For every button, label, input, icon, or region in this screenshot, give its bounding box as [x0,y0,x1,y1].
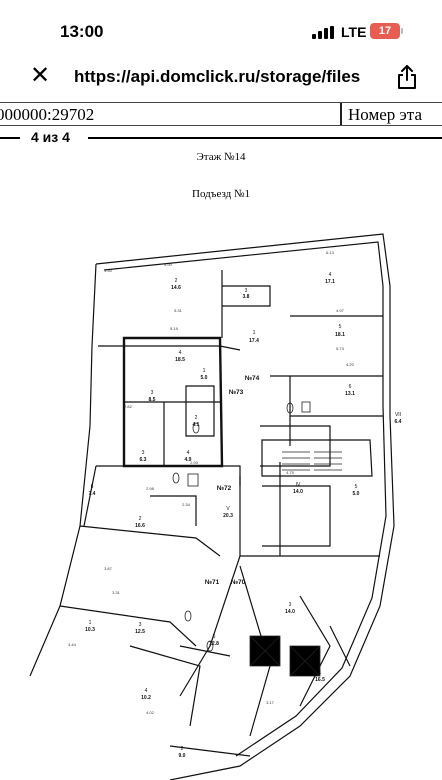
svg-text:4: 4 [329,272,332,278]
svg-text:3: 3 [245,288,248,294]
svg-text:1: 1 [203,368,206,374]
signal-icon [312,26,334,39]
svg-text:4.75: 4.75 [286,470,295,475]
apartment-number: №72 [217,485,232,492]
page-line-right [88,137,442,139]
svg-text:16.5: 16.5 [315,677,325,683]
apartment-number: №74 [245,375,260,382]
svg-text:5: 5 [213,634,216,640]
building-outline [29,233,395,780]
svg-text:4.1: 4.1 [193,422,200,428]
page-line-left [0,137,20,139]
svg-text:V: V [226,506,230,512]
svg-text:16.6: 16.6 [135,523,145,529]
entrance-title: Подъезд №1 [192,188,250,200]
svg-text:6.13: 6.13 [326,250,335,255]
svg-text:3: 3 [139,622,142,628]
svg-text:20.3: 20.3 [223,513,233,519]
svg-text:2.82: 2.82 [124,404,133,409]
document-header-row: 000000:29702 Номер эта [0,102,442,126]
svg-text:3.17: 3.17 [266,700,275,705]
network-type: LTE [341,24,367,40]
apartment-number: №73 [229,389,244,396]
battery-tip [401,28,403,34]
svg-text:1: 1 [319,670,322,676]
svg-text:8.5: 8.5 [149,397,156,403]
apartment-number: №70 [231,579,246,586]
svg-text:12.5: 12.5 [135,629,145,635]
apartment-number: №71 [205,579,220,586]
page-indicator: 4 из 4 [31,129,70,145]
svg-text:9.0: 9.0 [179,753,186,759]
svg-text:2: 2 [139,516,142,522]
svg-text:10.3: 10.3 [85,627,95,633]
svg-text:4: 4 [179,350,182,356]
svg-text:14.0: 14.0 [293,489,303,495]
svg-text:4.20: 4.20 [346,362,355,367]
svg-text:7.4: 7.4 [89,491,96,497]
room-label: 2 [175,278,178,284]
svg-text:5.19: 5.19 [170,326,179,331]
svg-text:4.9: 4.9 [185,457,192,463]
status-bar: 13:00 LTE 17 [0,0,442,60]
svg-text:2.34: 2.34 [182,502,191,507]
svg-text:4.44: 4.44 [68,642,77,647]
svg-text:18.5: 18.5 [175,357,185,363]
table-divider [340,103,342,125]
svg-text:IV: IV [296,482,301,488]
svg-text:6.4: 6.4 [395,419,402,425]
svg-text:3: 3 [142,450,145,456]
battery-icon: 17 [370,23,400,39]
svg-text:6: 6 [349,384,352,390]
svg-text:18.1: 18.1 [335,332,345,338]
svg-text:12.8: 12.8 [209,641,219,647]
floor-number-label: Номер эта [348,105,422,124]
svg-text:17.4: 17.4 [249,338,259,344]
svg-text:3.8: 3.8 [243,294,250,300]
svg-text:6.3: 6.3 [140,457,147,463]
document-viewer[interactable]: 000000:29702 Номер эта 4 из 4 Этаж №14 П… [0,96,442,780]
url-field[interactable]: https://api.domclick.ru/storage/files [74,67,361,86]
svg-text:14.0: 14.0 [285,609,295,615]
svg-text:5: 5 [355,484,358,490]
svg-text:2: 2 [195,415,198,421]
svg-text:3: 3 [151,390,154,396]
svg-text:5.0: 5.0 [201,375,208,381]
svg-text:3.87: 3.87 [104,566,113,571]
svg-text:2: 2 [181,746,184,752]
svg-text:4: 4 [187,450,190,456]
svg-text:5: 5 [339,324,342,330]
svg-text:1: 1 [89,620,92,626]
status-time: 13:00 [60,22,104,41]
cadastral-number: 000000:29702 [0,105,95,124]
svg-text:VII: VII [395,412,401,418]
floor-title: Этаж №14 [196,151,246,163]
svg-text:6: 6 [91,484,94,490]
svg-text:4.02: 4.02 [146,710,155,715]
close-icon[interactable]: ✕ [30,62,51,89]
svg-text:2.98: 2.98 [146,486,155,491]
svg-text:4.97: 4.97 [336,308,345,313]
svg-text:5.0: 5.0 [353,491,360,497]
share-icon[interactable] [396,64,418,90]
svg-text:17.1: 17.1 [325,279,335,285]
svg-text:5.73: 5.73 [336,346,345,351]
svg-text:13.1: 13.1 [345,391,355,397]
room-area: 14.6 [171,285,181,291]
svg-text:5.31: 5.31 [174,308,183,313]
svg-text:2.93: 2.93 [190,460,199,465]
svg-text:3: 3 [289,602,292,608]
floor-plan: 214.6 33.8 417.1 418.5 117.4 518.1 613.1… [29,233,402,780]
svg-text:4: 4 [145,688,148,694]
svg-text:1: 1 [253,330,256,336]
svg-text:3.31: 3.31 [112,590,121,595]
svg-text:10.2: 10.2 [141,695,151,701]
svg-text:4.90: 4.90 [164,262,173,267]
svg-text:1.30: 1.30 [104,268,113,273]
